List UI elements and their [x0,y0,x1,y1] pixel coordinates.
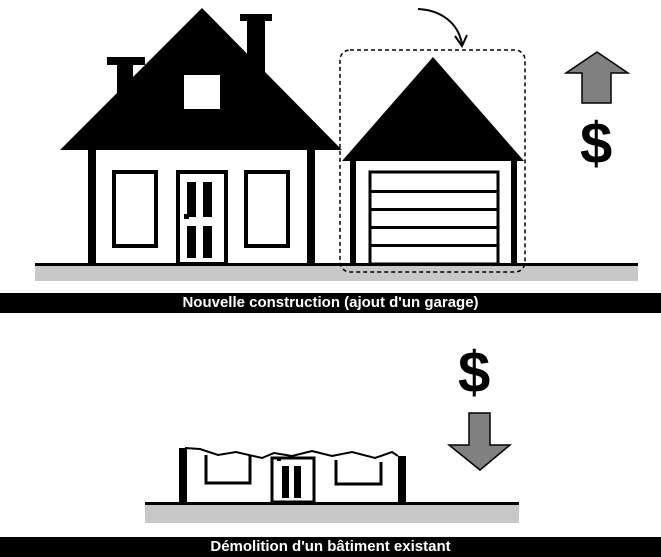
ground-strip-top [35,265,638,281]
new-construction-scene [35,8,638,281]
house-door [176,170,228,266]
cost-increase-symbol: $ [580,111,613,176]
ruined-building [179,447,406,504]
caption-new-construction: Nouvelle construction (ajout d'un garage… [0,293,661,313]
house-window-left [112,170,158,248]
ground-line-top [35,263,638,266]
arrow-down-icon [446,412,513,471]
ground-line-bottom [145,502,519,505]
house-wall-right [307,150,315,265]
garage-roof [342,57,524,161]
arrow-up-icon [563,51,631,104]
attic-window [184,75,220,109]
garage-highlight-frame [339,49,526,273]
demolition-scene [145,412,519,523]
house-wall-left [88,150,96,265]
house-window-right [244,170,290,248]
ground-strip-bottom [145,504,519,523]
curved-arrow-icon [417,8,468,49]
caption-demolition: Démolition d'un bâtiment existant [0,537,661,557]
garage [342,57,524,266]
garage-door [368,170,500,266]
cost-decrease-symbol: $ [458,340,491,405]
